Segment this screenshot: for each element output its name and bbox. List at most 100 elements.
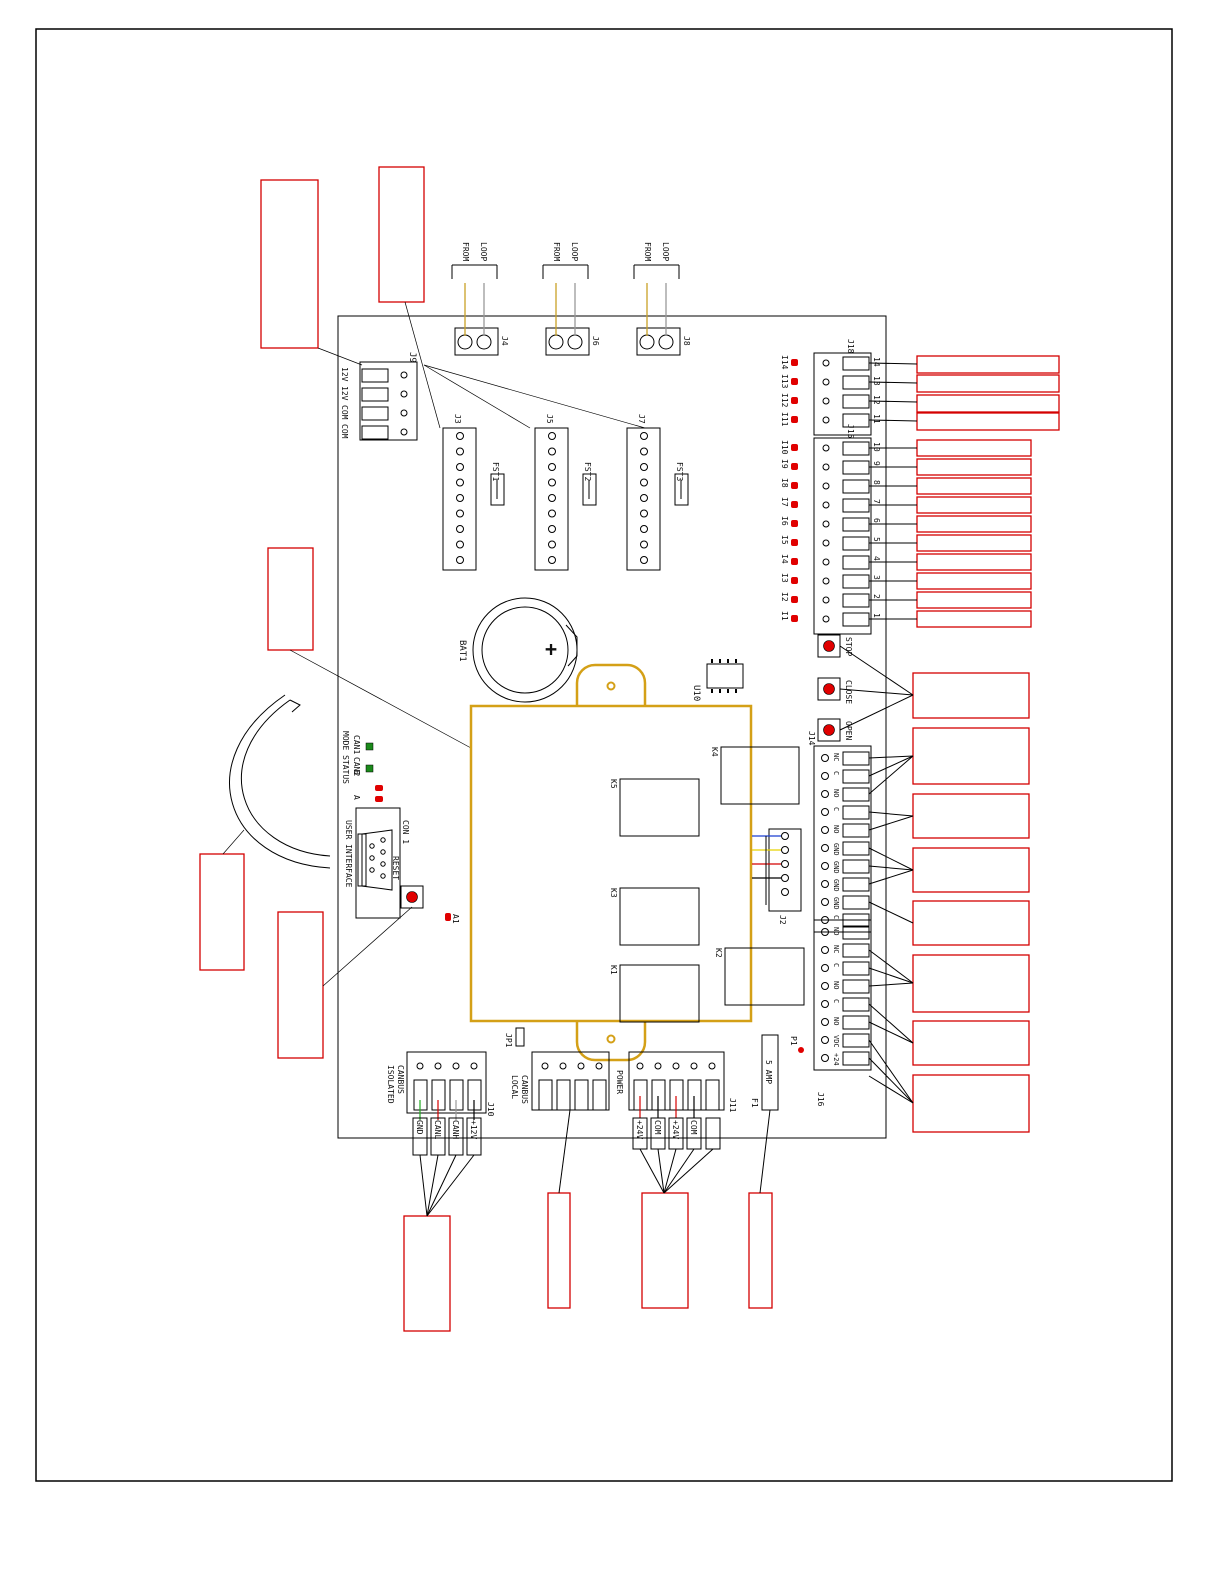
input-pin-number: 11: [872, 414, 881, 424]
callout-box-input-lower-9: [916, 591, 1032, 609]
output-terminal: [842, 751, 870, 766]
output-terminal: [842, 769, 870, 784]
battery-bat1: + BAT1: [457, 597, 578, 703]
input-terminal: [842, 460, 870, 475]
j9-pin: [361, 406, 389, 421]
input-terminal: [842, 593, 870, 608]
callout-box-vdc: [912, 1074, 1030, 1133]
output-terminal: [842, 895, 870, 910]
input-pin-number: 12: [872, 395, 881, 405]
output-pin-label: +24: [832, 1053, 840, 1066]
output-pin-label: NO: [832, 981, 840, 989]
button-stop: STOP: [817, 634, 914, 696]
battery-plus: +: [545, 637, 557, 661]
fuse-label: FST1: [491, 462, 500, 481]
output-pin-label: VDC: [832, 1035, 840, 1048]
fuse-fst3: FST3: [674, 462, 689, 506]
input-led: [791, 520, 798, 527]
input-pin-number: 14: [872, 357, 881, 367]
relay-label: K1: [609, 965, 618, 975]
callout-box-gnd: [912, 847, 1030, 893]
input-terminal: [842, 479, 870, 494]
input-callout-boxes: [916, 355, 1060, 628]
reset-label: RESET: [391, 856, 400, 880]
led-b: [375, 796, 383, 802]
input-led: [791, 444, 798, 451]
input-terminal: [842, 555, 870, 570]
callout-box-input-lower-1: [916, 439, 1032, 457]
isolated-canbus-pin: +12V: [469, 1120, 478, 1139]
local-canbus-label: CANBUS: [520, 1075, 529, 1104]
power-pin: +24V: [671, 1120, 680, 1139]
relay-label: K3: [609, 888, 618, 898]
output-terminal: [842, 859, 870, 874]
con1-label: CON 1: [401, 820, 410, 844]
j5-label: J5: [545, 414, 554, 424]
button-label: CLOSE: [844, 680, 853, 704]
input-led-label: I10: [780, 440, 789, 455]
j11-label: J11: [728, 1098, 737, 1113]
input-led-label: I13: [780, 374, 789, 389]
leader-lines: [222, 301, 646, 987]
j8-label: J8: [682, 336, 691, 346]
callout-box-user-interface: [199, 853, 245, 971]
status-a: A: [352, 795, 361, 800]
isolated-canbus-pin: CANL: [433, 1120, 442, 1139]
j9-pin-label: 12V: [340, 367, 349, 382]
input-terminal: [842, 612, 870, 627]
power-label: POWER: [615, 1070, 624, 1094]
loop-loop-label: LOOP: [479, 242, 488, 261]
fuse-label: FST2: [583, 462, 592, 481]
input-terminal: [842, 441, 870, 456]
input-led-label: I14: [780, 355, 789, 370]
input-pin-number: 10: [872, 442, 881, 452]
board-outline: [337, 315, 887, 1139]
output-pin-label: NO: [832, 825, 840, 833]
loop-from-label: FROM: [552, 242, 561, 261]
output-pin-label: NC: [832, 753, 840, 761]
callout-box-local-canbus: [547, 1192, 571, 1309]
loop-loop-label: LOOP: [570, 242, 579, 261]
j14-label: J14: [807, 731, 816, 746]
led-can2: [365, 742, 374, 751]
u10-label: U10: [691, 685, 701, 701]
j16-label: J16: [816, 1092, 825, 1107]
j10-label: J10: [486, 1102, 495, 1117]
input-terminal: [842, 498, 870, 513]
relay-k1: K1: [609, 964, 700, 1023]
callout-box-input-upper-3: [916, 394, 1060, 413]
fuse-fst2: FST2: [582, 462, 597, 506]
input-terminal: [842, 375, 870, 390]
input-terminal: [842, 517, 870, 532]
input-terminal: [842, 536, 870, 551]
led-can1: [365, 764, 374, 773]
callout-box-input-lower-6: [916, 534, 1032, 552]
input-led-label: I5: [780, 535, 789, 545]
button-close: CLOSE: [817, 677, 914, 704]
bat1-label: BAT1: [457, 640, 467, 662]
output-terminal: [842, 877, 870, 892]
output-pin-label: GND: [832, 843, 840, 856]
input-led-label: I3: [780, 573, 789, 583]
isolated-canbus-pin: GND: [415, 1120, 424, 1135]
input-led: [791, 539, 798, 546]
input-pin-number: 13: [872, 376, 881, 386]
power-pin: COM: [653, 1120, 662, 1135]
connector-j2: J2: [752, 828, 802, 925]
callout-box-relay-b: [912, 793, 1030, 839]
input-led: [791, 501, 798, 508]
power-pin: +24V: [635, 1120, 644, 1139]
j3-label: J3: [453, 414, 462, 424]
f1-label: F1: [750, 1098, 759, 1108]
